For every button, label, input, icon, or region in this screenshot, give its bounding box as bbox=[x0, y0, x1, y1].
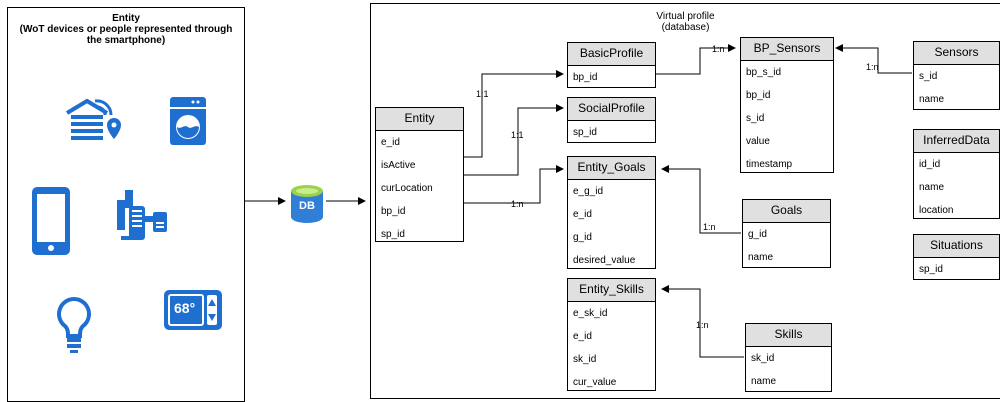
table-basic-profile-header: BasicProfile bbox=[568, 43, 655, 66]
entity-panel-title-line1: Entity bbox=[112, 13, 140, 24]
virtual-profile-title-line2: (database) bbox=[661, 22, 710, 33]
table-entity-goals: Entity_Goals e_g_id e_id g_id desired_va… bbox=[567, 156, 656, 269]
table-goals-field: g_id bbox=[748, 229, 767, 240]
entity-panel-title-line2: (WoT devices or people represented throu… bbox=[19, 24, 233, 35]
relation-label-entity-social: 1:1 bbox=[511, 130, 524, 140]
database-label: DB bbox=[299, 200, 315, 212]
table-entity-goals-header: Entity_Goals bbox=[568, 157, 655, 180]
relation-label-sensors-bp-sensors: 1:n bbox=[866, 62, 879, 72]
table-entity-field: e_id bbox=[381, 137, 400, 148]
table-bp-sensors-field: s_id bbox=[746, 113, 765, 124]
table-entity-goals-field: e_id bbox=[573, 209, 592, 220]
table-basic-profile: BasicProfile bp_id bbox=[567, 42, 656, 88]
table-basic-profile-field: bp_id bbox=[573, 72, 598, 83]
table-entity-goals-field: e_g_id bbox=[573, 186, 604, 197]
table-skills-field: sk_id bbox=[751, 353, 775, 364]
table-entity-field: curLocation bbox=[381, 183, 433, 194]
table-sensors-field: name bbox=[919, 94, 945, 105]
table-bp-sensors: BP_Sensors bp_s_id bp_id s_id value time… bbox=[740, 37, 834, 173]
table-inferred-data: InferredData id_id name location bbox=[913, 129, 1000, 219]
table-social-profile: SocialProfile sp_id bbox=[567, 97, 656, 143]
table-sensors-field: s_id bbox=[919, 71, 938, 82]
table-social-profile-header: SocialProfile bbox=[568, 98, 655, 121]
table-skills-header: Skills bbox=[746, 324, 831, 347]
table-entity-skills: Entity_Skills e_sk_id e_id sk_id cur_val… bbox=[567, 278, 656, 391]
relation-label-basic-bp-sensors: 1:n bbox=[712, 44, 725, 54]
smartphone-icon bbox=[32, 187, 70, 255]
table-entity-skills-header: Entity_Skills bbox=[568, 279, 655, 302]
table-entity: Entity e_id isActive curLocation bp_id s… bbox=[375, 107, 464, 242]
smart-garage-icon bbox=[65, 98, 121, 140]
table-inferred-data-field: location bbox=[919, 205, 954, 216]
thermostat-icon bbox=[164, 290, 222, 330]
relation-label-entity-goals: 1:n bbox=[511, 199, 524, 209]
table-entity-header: Entity bbox=[376, 108, 463, 131]
table-bp-sensors-header: BP_Sensors bbox=[741, 38, 833, 61]
water-pump-icon bbox=[117, 190, 167, 240]
table-inferred-data-header: InferredData bbox=[914, 130, 999, 153]
table-entity-goals-field: desired_value bbox=[573, 255, 636, 266]
table-sensors-header: Sensors bbox=[914, 42, 999, 65]
table-inferred-data-field: name bbox=[919, 182, 945, 193]
table-entity-field: isActive bbox=[381, 160, 416, 171]
table-situations: Situations sp_id bbox=[913, 234, 1000, 280]
database-icon bbox=[291, 185, 323, 223]
table-entity-field: bp_id bbox=[381, 206, 406, 217]
table-entity-field: sp_id bbox=[381, 229, 405, 240]
relation-label-entity-basic: 1:1 bbox=[476, 89, 489, 99]
table-social-profile-field: sp_id bbox=[573, 127, 597, 138]
virtual-profile-title-line1: Virtual profile bbox=[656, 11, 715, 22]
table-entity-skills-field: e_id bbox=[573, 331, 592, 342]
relation-label-goals-entity-goals: 1:n bbox=[703, 222, 716, 232]
table-situations-header: Situations bbox=[914, 235, 999, 258]
entity-panel: Entity (WoT devices or people represente… bbox=[7, 7, 245, 402]
table-skills-field: name bbox=[751, 376, 777, 387]
relation-label-skills-entity-skills: 1:n bbox=[696, 320, 709, 330]
table-entity-skills-field: e_sk_id bbox=[573, 308, 608, 319]
washing-machine-icon bbox=[170, 97, 206, 145]
table-skills: Skills sk_id name bbox=[745, 323, 832, 392]
light-bulb-icon bbox=[57, 296, 91, 353]
table-inferred-data-field: id_id bbox=[919, 159, 941, 170]
entity-panel-title-line3: the smartphone) bbox=[86, 35, 166, 46]
table-situations-field: sp_id bbox=[919, 264, 943, 275]
table-sensors: Sensors s_id name bbox=[913, 41, 1000, 110]
thermostat-reading: 68° bbox=[174, 300, 196, 316]
table-goals: Goals g_id name bbox=[742, 199, 831, 268]
table-bp-sensors-field: value bbox=[746, 136, 770, 147]
table-entity-skills-field: sk_id bbox=[573, 354, 597, 365]
table-entity-skills-field: cur_value bbox=[573, 377, 617, 388]
virtual-profile-panel: Virtual profile (database) bbox=[370, 3, 1000, 399]
table-bp-sensors-field: bp_id bbox=[746, 90, 771, 101]
table-bp-sensors-field: bp_s_id bbox=[746, 67, 782, 78]
table-bp-sensors-field: timestamp bbox=[746, 159, 793, 170]
table-entity-goals-field: g_id bbox=[573, 232, 592, 243]
table-goals-field: name bbox=[748, 252, 774, 263]
table-goals-header: Goals bbox=[743, 200, 830, 223]
